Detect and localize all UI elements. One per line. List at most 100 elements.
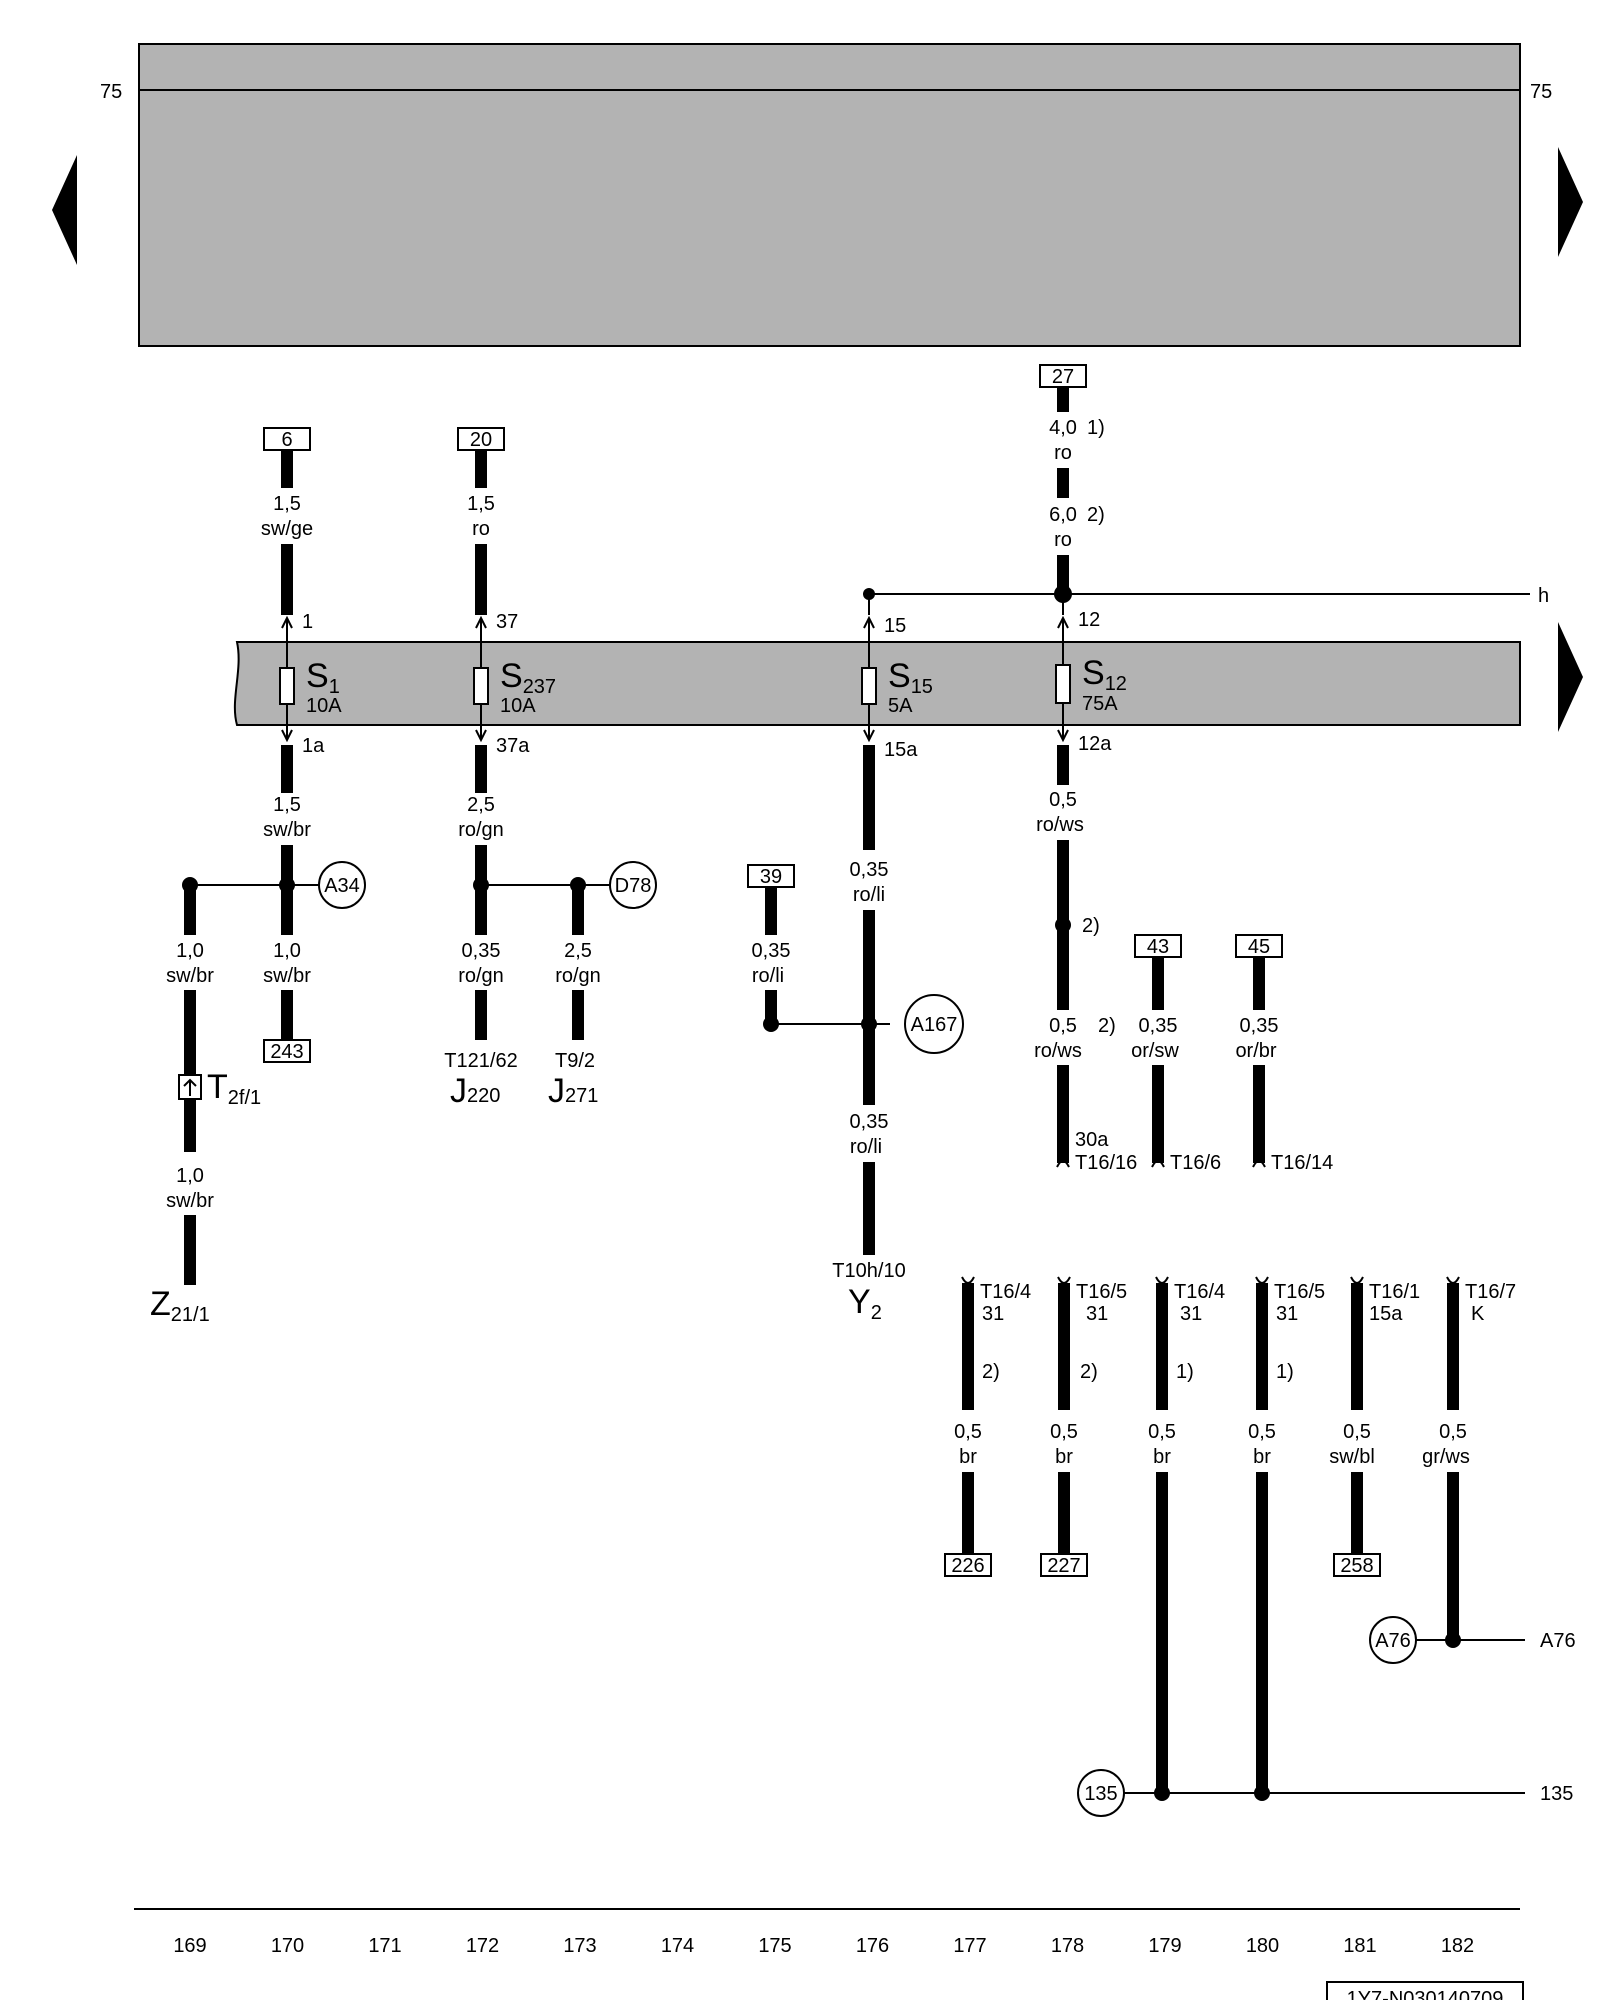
wire-color: ro/li — [853, 884, 885, 906]
connection-135 — [1077, 1769, 1125, 1817]
relay-panel — [138, 43, 1521, 347]
wire-size: 0,5 — [1439, 1421, 1467, 1443]
wire-size: 2,5 — [467, 794, 495, 816]
pin-label: T16/6 — [1170, 1152, 1221, 1174]
arrow-up-icon — [183, 1078, 197, 1096]
pin-label: 1 — [302, 611, 313, 633]
ref-label: 39 — [760, 866, 782, 888]
connector-name: T2f/1 — [207, 1068, 261, 1109]
ref-box-243 — [263, 1039, 311, 1063]
wire-color: sw/br — [263, 965, 311, 987]
wire-color: sw/br — [166, 965, 214, 987]
ref-box-226 — [944, 1553, 992, 1577]
connection-label: D78 — [615, 875, 652, 897]
page-next-arrow-icon-2[interactable] — [1558, 622, 1583, 732]
fuse-name: S12 — [1082, 654, 1127, 695]
pin-label: 12 — [1078, 609, 1100, 631]
track-number: 172 — [466, 1935, 499, 1957]
fuse-rating: 5A — [888, 695, 913, 717]
connection-label: 135 — [1084, 1783, 1117, 1805]
pin-label: 37 — [496, 611, 518, 633]
ref-box-227 — [1040, 1553, 1088, 1577]
footnote: 1) — [1087, 417, 1105, 439]
track-number: 181 — [1343, 1935, 1376, 1957]
connection-label-right: 135 — [1540, 1783, 1573, 1805]
wire-color: ro/ws — [1034, 1040, 1082, 1062]
fuse-rating: 10A — [306, 695, 342, 717]
junction-dot — [279, 877, 295, 893]
ref-label: 6 — [281, 429, 292, 451]
track-number: 174 — [661, 1935, 694, 1957]
wire-color: ro/ws — [1036, 814, 1084, 836]
fuse-name: S1 — [306, 657, 340, 698]
ref-label: 43 — [1147, 936, 1169, 958]
pin-label: T16/1 — [1369, 1281, 1420, 1303]
wire-size: 6,0 — [1049, 504, 1077, 526]
wire-color: or/br — [1235, 1040, 1276, 1062]
connector-end — [1056, 1160, 1070, 1168]
pin-label: T16/16 — [1075, 1152, 1137, 1174]
pin-label: T121/62 — [444, 1050, 517, 1072]
bus-label-right: 75 — [1530, 81, 1552, 103]
pin-label: 37a — [496, 735, 530, 757]
fuse-rating: 10A — [500, 695, 536, 717]
wire-size: 1,5 — [467, 493, 495, 515]
pin-label: T10h/10 — [832, 1260, 905, 1282]
ref-label: 258 — [1340, 1555, 1373, 1577]
track-number: 177 — [953, 1935, 986, 1957]
wire-color: br — [1153, 1446, 1171, 1468]
track-number: 182 — [1441, 1935, 1474, 1957]
pin-label: 1a — [302, 735, 325, 757]
component-subscript: 271 — [565, 1085, 598, 1107]
connection-a167 — [904, 994, 964, 1054]
wire-size: 2,5 — [564, 940, 592, 962]
fuse-rating: 75A — [1082, 693, 1118, 715]
document-id: 1Y7-N030140709 — [1347, 1988, 1504, 2000]
track-number: 169 — [173, 1935, 206, 1957]
pin-label: T16/4 — [1174, 1281, 1225, 1303]
footnote: 2) — [1098, 1015, 1116, 1037]
terminal-label: 30a — [1075, 1129, 1109, 1151]
fuse-subscript: 237 — [523, 676, 556, 698]
wire-color: gr/ws — [1422, 1446, 1470, 1468]
fuse-letter: S — [500, 657, 523, 695]
wire-size: 0,35 — [1139, 1015, 1178, 1037]
fuse-s237-icon — [473, 667, 489, 705]
connector-subscript: 2f/1 — [228, 1087, 261, 1109]
track-number: 170 — [271, 1935, 304, 1957]
pin-marker — [475, 729, 487, 743]
junction-dot — [1445, 1632, 1461, 1648]
connector-end — [1155, 1276, 1169, 1284]
connection-d78 — [609, 861, 657, 909]
connection-label: A167 — [911, 1014, 958, 1036]
ref-label: 27 — [1052, 366, 1074, 388]
wire-size: 0,5 — [1049, 789, 1077, 811]
terminal-label: 31 — [982, 1303, 1004, 1325]
wire-color: ro/gn — [458, 965, 504, 987]
pin-marker — [1057, 729, 1069, 743]
fuse-s15-icon — [861, 667, 877, 705]
junction-dot — [473, 877, 489, 893]
connector-end — [1252, 1160, 1266, 1168]
wire-size: 1,0 — [176, 940, 204, 962]
pin-label: T16/14 — [1271, 1152, 1333, 1174]
wire-size: 0,35 — [752, 940, 791, 962]
connector-end — [1057, 1276, 1071, 1284]
component-j271: J271 — [548, 1072, 598, 1110]
page-next-arrow-icon[interactable] — [1558, 147, 1583, 257]
terminal-label: 15a — [1369, 1303, 1403, 1325]
footnote: 2) — [1082, 915, 1100, 937]
component-j220: J220 — [450, 1072, 500, 1110]
wire-size: 1,5 — [273, 493, 301, 515]
wire-size: 0,5 — [954, 1421, 982, 1443]
footnote: 2) — [982, 1361, 1000, 1383]
fuse-letter: S — [306, 657, 329, 695]
fuse-letter: S — [888, 657, 911, 695]
terminal-label: 31 — [1180, 1303, 1202, 1325]
page-prev-arrow-icon[interactable] — [52, 155, 77, 265]
pin-label: T16/7 — [1465, 1281, 1516, 1303]
wire-size: 0,5 — [1248, 1421, 1276, 1443]
track-number: 176 — [856, 1935, 889, 1957]
